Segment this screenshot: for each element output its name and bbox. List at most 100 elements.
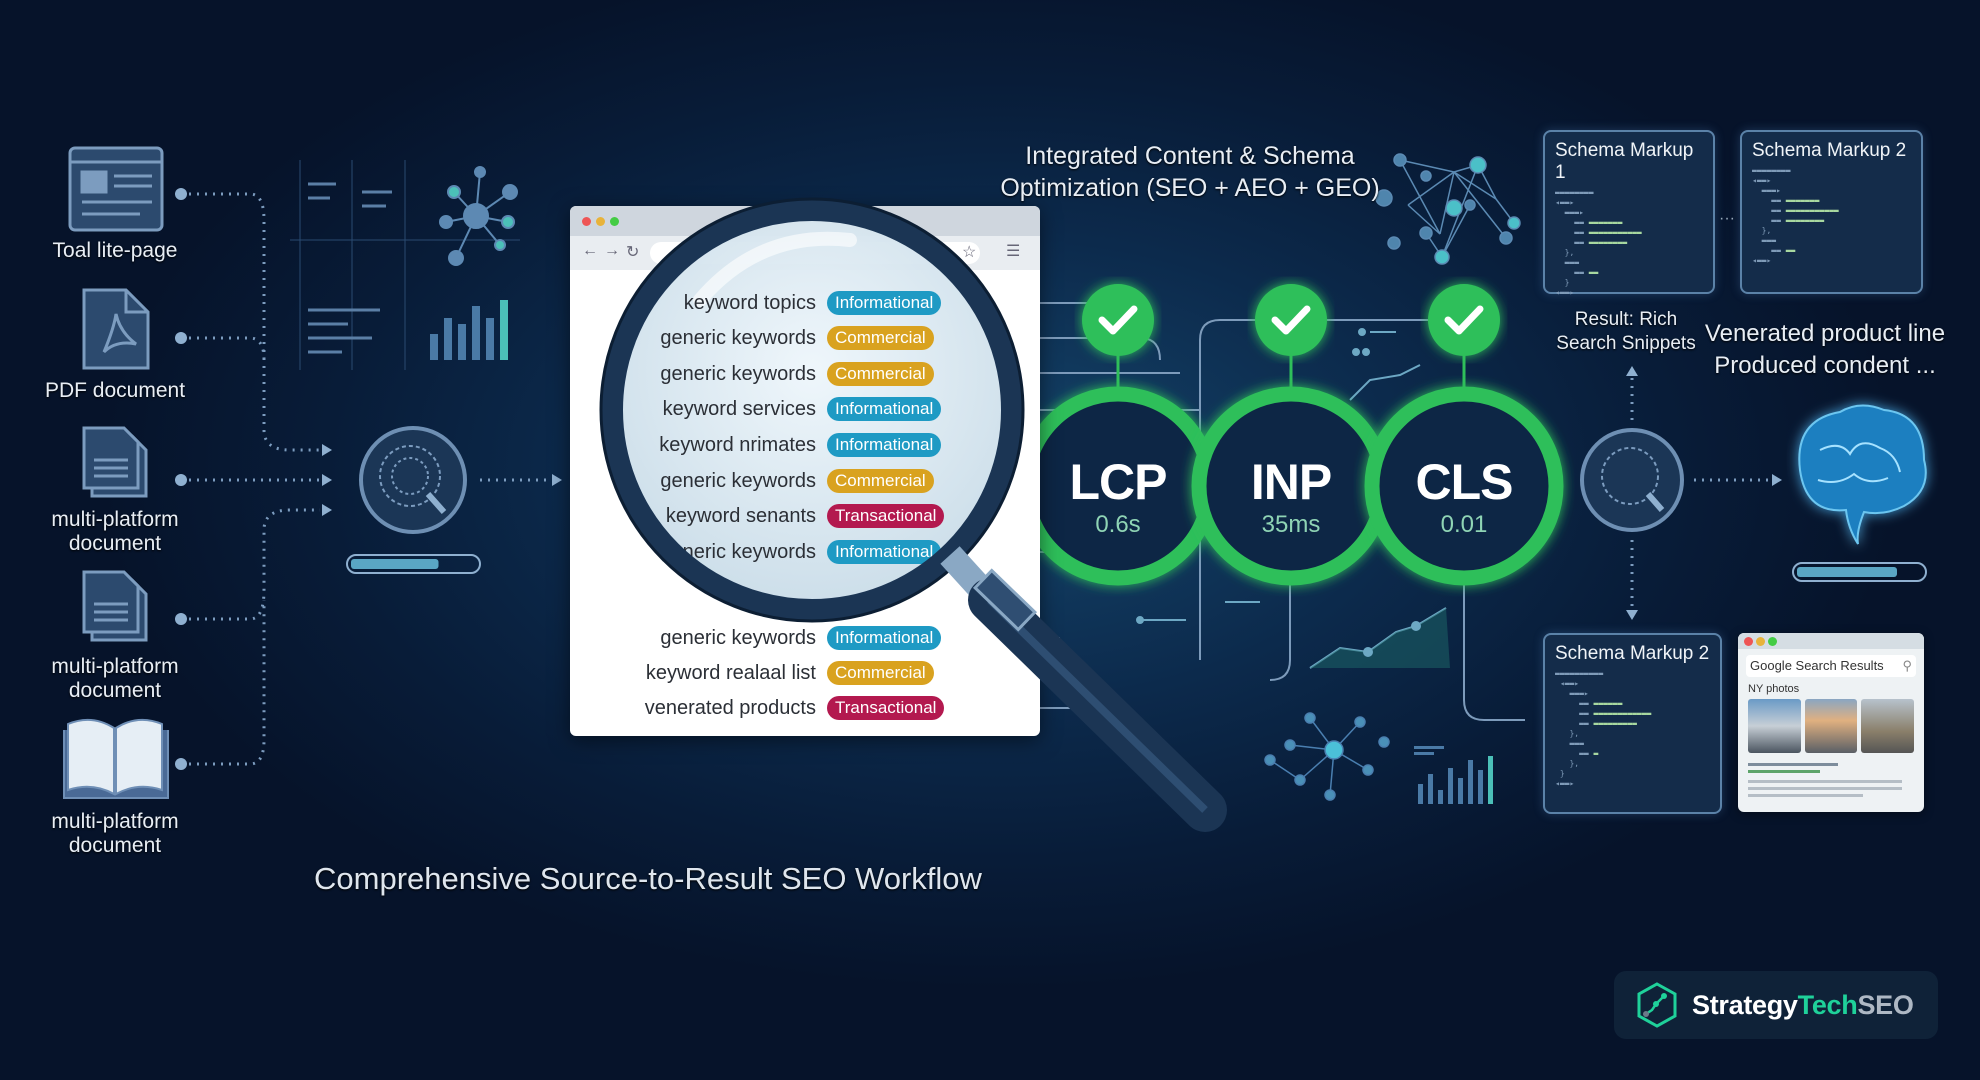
keyword-row: keyword realaal list Commercial xyxy=(0,658,1044,688)
intent-badge: Commercial xyxy=(827,362,934,386)
intent-badge: Informational xyxy=(827,626,942,650)
intent-badge: Transactional xyxy=(827,696,945,720)
keyword-row: generic keywords Commercial xyxy=(0,466,1044,496)
keyword-term: generic keywords xyxy=(660,327,816,349)
network-icon xyxy=(439,166,518,266)
source-label: PDF document xyxy=(44,379,186,402)
schema-markup-card: Schema Markup 2 ▬▬▬▬▬▬▬▬ ◂▬▬▸ ▬▬▬▸ ▬▬ ▬▬… xyxy=(1740,130,1923,294)
progress-bar xyxy=(346,554,481,574)
web-page-icon xyxy=(68,146,164,232)
schema-title: Schema Markup 2 xyxy=(1555,643,1710,664)
schema-title: Schema Markup 2 xyxy=(1752,140,1907,161)
check-icon xyxy=(1444,305,1484,335)
search-results-preview: Google Search Results ⚲ NY photos xyxy=(1738,633,1924,812)
keyword-row: generic keywords Informational xyxy=(0,623,1044,653)
workflow-caption: Comprehensive Source-to-Result SEO Workf… xyxy=(314,861,982,896)
keyword-row: keyword topics Informational xyxy=(0,288,1044,318)
keyword-term: keyword nrimates xyxy=(659,434,816,456)
brain-scan-icon-right xyxy=(1580,428,1684,532)
schema-title: Schema Markup 1 xyxy=(1555,140,1694,183)
keyword-term: keyword services xyxy=(662,398,816,420)
mini-bar-chart xyxy=(1414,746,1493,804)
optimization-title: Integrated Content & Schema Optimization… xyxy=(1000,140,1379,204)
keyword-term: generic keywords xyxy=(660,363,816,385)
keyword-term: generic keywords xyxy=(660,470,816,492)
intent-badge: Informational xyxy=(827,433,942,457)
result-label: Result: Rich Search Snippets xyxy=(1556,309,1696,354)
keyword-term: keyword senants xyxy=(665,505,816,527)
network-icon-top xyxy=(1375,153,1521,265)
keyword-term: venerated products xyxy=(644,697,816,719)
metric-name: INP xyxy=(1250,454,1332,510)
brand-part3: SEO xyxy=(1857,989,1914,1020)
intent-badge: Commercial xyxy=(827,469,934,493)
keyword-term: keyword realaal list xyxy=(645,662,816,684)
document-stack-icon xyxy=(82,570,148,642)
brain-scan-icon xyxy=(359,426,467,534)
brand-part1: Strategy xyxy=(1692,989,1798,1020)
ellipsis-connector: ··· xyxy=(1719,210,1735,227)
hexagon-logo-icon xyxy=(1637,982,1677,1028)
city-photo[interactable] xyxy=(1804,699,1858,753)
check-badge xyxy=(1082,284,1154,356)
open-book-icon xyxy=(63,718,169,799)
metric-ring xyxy=(1364,386,1564,586)
metric-value: 0.6s xyxy=(1095,511,1141,538)
check-badge xyxy=(1255,284,1327,356)
venerated-text: Venerated product line Produced condent … xyxy=(1705,318,1945,382)
intent-badge: Transactional xyxy=(827,504,945,528)
keyword-term: generic keywords xyxy=(660,541,816,563)
brain-icon xyxy=(1798,404,1927,545)
image-results xyxy=(1748,699,1915,753)
metric-name: LCP xyxy=(1069,454,1168,510)
intent-badge: Informational xyxy=(827,291,942,315)
preview-titlebar xyxy=(1738,633,1924,649)
search-box[interactable]: Google Search Results ⚲ xyxy=(1746,655,1916,677)
intent-badge: Commercial xyxy=(827,661,934,685)
optimization-title-line2: Optimization (SEO + AEO + GEO) xyxy=(1000,174,1380,202)
keyword-row: generic keywords Commercial xyxy=(0,323,1044,353)
venerated-line1: Venerated product line xyxy=(1704,320,1946,347)
schema-markup-card: Schema Markup 1 ▬▬▬▬▬▬▬▬ ◂▬▬▸ ▬▬▬▸ ▬▬ ▬▬… xyxy=(1543,130,1715,297)
intent-badge: Informational xyxy=(827,397,942,421)
search-icon[interactable]: ⚲ xyxy=(1902,658,1912,673)
brand-logo[interactable]: StrategyTechSEO xyxy=(1614,971,1938,1039)
check-badge xyxy=(1428,284,1500,356)
brand-part2: Tech xyxy=(1797,989,1858,1020)
network-icon-bottom xyxy=(1264,712,1390,801)
intent-badge: Commercial xyxy=(827,326,934,350)
keyword-row: keyword nrimates Informational xyxy=(0,430,1044,460)
metric-name: CLS xyxy=(1415,454,1514,510)
brand-name: StrategyTechSEO xyxy=(1692,990,1914,1021)
search-title: Google Search Results xyxy=(1750,658,1884,673)
venerated-line2: Produced condent ... xyxy=(1714,352,1936,379)
connector-lines xyxy=(181,192,1770,766)
metric-value: 0.01 xyxy=(1440,511,1488,538)
search-subtitle: NY photos xyxy=(1748,683,1800,695)
optimization-title-line1: Integrated Content & Schema xyxy=(1025,142,1355,170)
intent-badge: Informational xyxy=(827,540,942,564)
back-icon[interactable]: ← xyxy=(582,242,598,259)
code-snippet: ▬▬▬▬▬▬▬▬ ◂▬▬▸ ▬▬▬▸ ▬▬ ▬▬▬▬▬▬▬ ▬▬ ▬▬▬▬▬▬▬… xyxy=(1752,166,1839,265)
city-photo[interactable] xyxy=(1861,699,1915,753)
source-label: multi-platform document xyxy=(51,508,179,555)
check-icon xyxy=(1271,305,1311,335)
close-dot[interactable] xyxy=(582,217,591,226)
pdf-icon xyxy=(82,288,150,370)
source-label: Toal lite-page xyxy=(52,239,178,262)
keyword-term: keyword topics xyxy=(683,292,816,314)
metric-value: 35ms xyxy=(1261,511,1321,538)
keyword-term: generic keywords xyxy=(660,627,816,649)
source-label: multi-platform document xyxy=(51,655,179,702)
city-photo[interactable] xyxy=(1748,699,1801,753)
schema-markup-card: Schema Markup 2 ▬▬▬▬▬▬▬▬▬▬ ◂▬▬▸ ▬▬▬▸ ▬▬ … xyxy=(1543,633,1722,814)
code-snippet: ▬▬▬▬▬▬▬▬ ◂▬▬▸ ▬▬▬▸ ▬▬ ▬▬▬▬▬▬▬ ▬▬ ▬▬▬▬▬▬▬… xyxy=(1555,188,1642,297)
source-label: multi-platform document xyxy=(51,810,179,857)
code-snippet: ▬▬▬▬▬▬▬▬▬▬ ◂▬▬▸ ▬▬▬▸ ▬▬ ▬▬▬▬▬▬ ▬▬ ▬▬▬▬▬▬… xyxy=(1555,669,1652,788)
check-icon xyxy=(1098,305,1138,335)
keyword-row: venerated products Transactional xyxy=(0,693,1044,723)
